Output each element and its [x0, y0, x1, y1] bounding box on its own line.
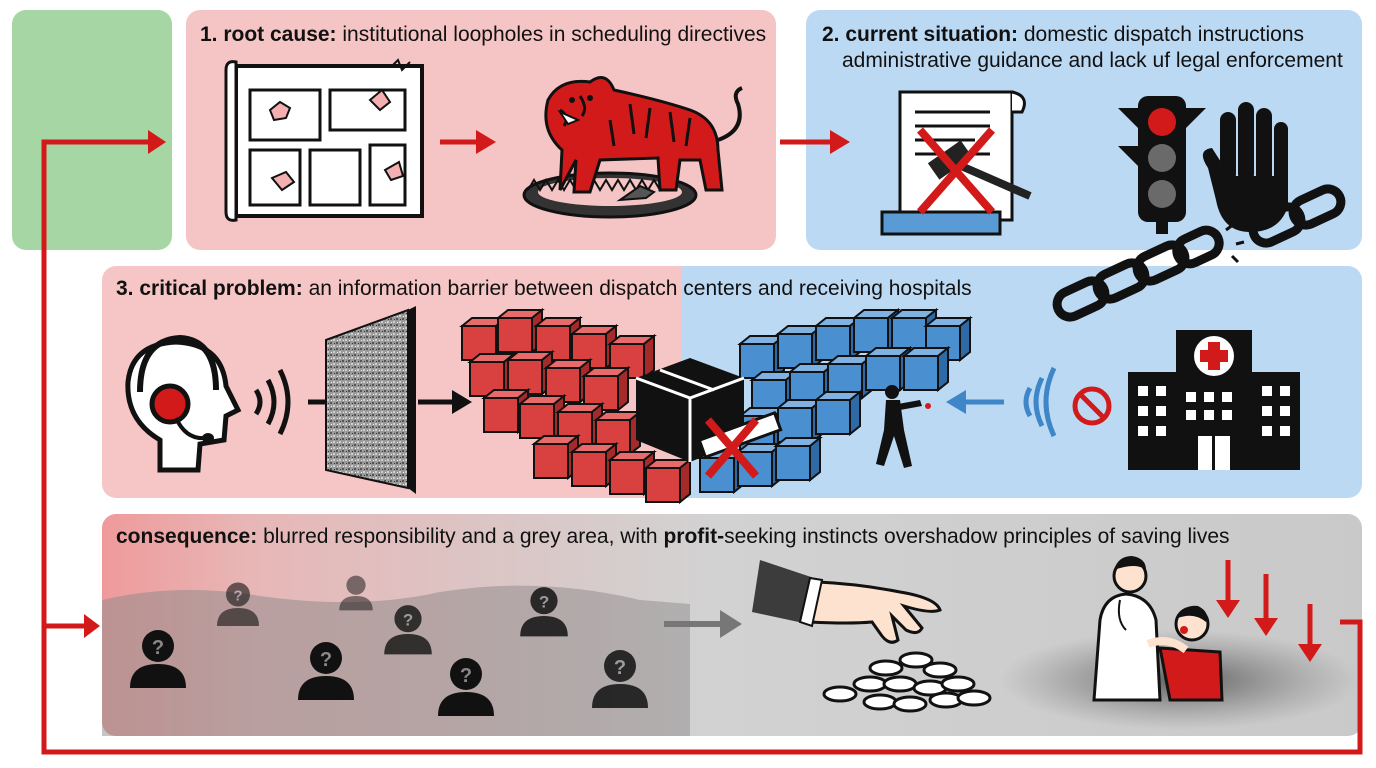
- loop-arrowhead-consequence: [84, 614, 100, 638]
- no-entry-icon: [1072, 386, 1112, 426]
- consequence-text2: seeking instincts overshadow principles …: [724, 525, 1230, 548]
- start-panel: [12, 10, 172, 250]
- consequence-title: consequence: blurred responsibility and …: [116, 524, 1230, 550]
- svg-text:?: ?: [539, 593, 549, 612]
- svg-text:?: ?: [233, 588, 242, 605]
- coin-stack-icon: [822, 651, 992, 713]
- blue-signal-waves-icon: [1023, 366, 1057, 438]
- svg-text:?: ?: [152, 637, 164, 659]
- loop-arrowhead-top: [148, 130, 166, 154]
- consequence-bold: profit-: [663, 525, 725, 548]
- current-situation-line1: domestic dispatch instructions: [1023, 23, 1305, 46]
- hospital-icon: [1128, 330, 1300, 470]
- traffic-light-icon: [1118, 96, 1206, 234]
- signal-waves-icon: [253, 368, 291, 436]
- downward-arrows-icon: [1216, 560, 1322, 662]
- current-situation-line2: administrative guidance and lack uf lega…: [842, 49, 1343, 72]
- anonymous-person-icon: ? ? ? ? ? ? ?: [130, 575, 648, 716]
- root-cause-label: 1. root cause:: [200, 23, 337, 46]
- critical-problem-label: 3. critical problem:: [116, 277, 303, 300]
- tiger-in-trap-icon: [522, 76, 743, 219]
- critical-problem-text: an information barrier between dispatch …: [308, 277, 972, 300]
- dispatcher-headset-icon: [125, 334, 242, 473]
- consequence-text1: blurred responsibility and a grey area, …: [263, 525, 658, 548]
- svg-text:?: ?: [460, 665, 472, 687]
- root-cause-text: institutional loopholes in scheduling di…: [342, 23, 767, 46]
- current-situation-label: 2. current situation:: [822, 23, 1019, 46]
- consequence-label: consequence:: [116, 525, 258, 548]
- root-cause-title: 1. root cause: institutional loopholes i…: [200, 22, 766, 48]
- crumbling-blueprint-icon: [224, 58, 424, 222]
- svg-text:?: ?: [320, 649, 332, 671]
- svg-text:?: ?: [403, 611, 413, 630]
- crossed-out-gavel-document-icon: [880, 90, 1032, 236]
- feedback-loop-arrow: [41, 139, 1363, 755]
- grey-fog-band: [102, 585, 690, 736]
- broken-chain-icon: [1052, 184, 1346, 322]
- svg-text:?: ?: [614, 657, 626, 679]
- reaching-hand-icon: [752, 560, 942, 644]
- blocked-package-icon: [635, 358, 783, 479]
- critical-problem-title: 3. critical problem: an information barr…: [116, 276, 972, 302]
- noise-wall-icon: [325, 306, 416, 494]
- doctor-patient-icon: [1092, 556, 1224, 702]
- climbing-person-icon: [876, 385, 931, 468]
- current-situation-title: 2. current situation: domestic dispatch …: [822, 22, 1343, 74]
